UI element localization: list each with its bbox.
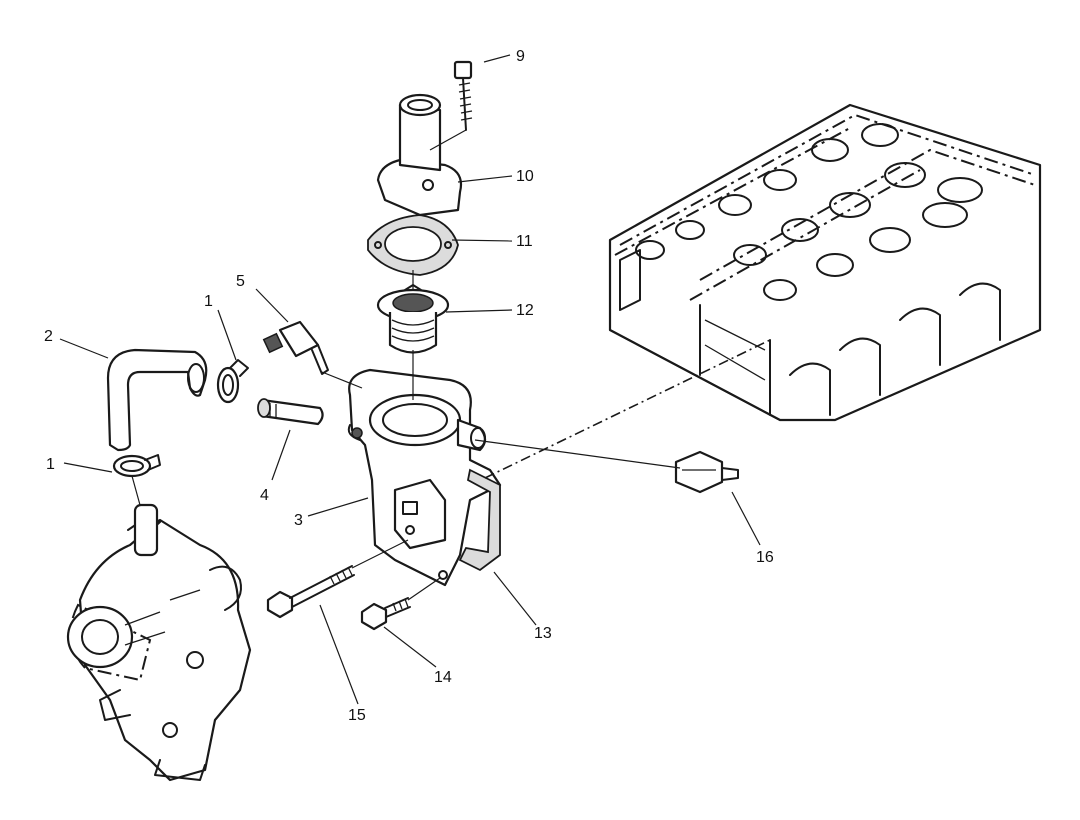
callout-10: 10 [516, 168, 534, 185]
callout-4: 4 [260, 487, 269, 504]
water-temperature-sensor [262, 320, 329, 375]
callout-9: 9 [516, 48, 525, 65]
hose-clamp-upper [216, 359, 249, 404]
callout-3: 3 [294, 512, 303, 529]
bypass-hose [106, 348, 208, 452]
pipe [257, 398, 324, 426]
callout-16: 16 [756, 549, 774, 566]
callout-11: 11 [516, 233, 533, 250]
water-pump [66, 503, 252, 782]
water-outlet-cover [376, 93, 463, 217]
thermostat-housing [347, 368, 502, 587]
bolt-14 [360, 597, 411, 631]
callout-14: 14 [434, 669, 452, 686]
callout-1-lower: 1 [46, 456, 55, 473]
thermostat [376, 284, 450, 354]
callout-leaders [59, 54, 761, 705]
callout-labels: 9 10 11 12 5 1 2 1 4 3 13 14 15 16 [44, 48, 774, 724]
callout-1-upper: 1 [204, 293, 213, 310]
thermo-switch [674, 450, 739, 494]
callout-13: 13 [534, 625, 552, 642]
callout-2: 2 [44, 328, 53, 345]
callout-15: 15 [348, 707, 366, 724]
hose-clamp-lower [112, 454, 161, 478]
housing-gasket [458, 468, 501, 572]
bolt-15 [266, 565, 355, 619]
cylinder-head [608, 103, 1042, 422]
bolt-9 [453, 60, 473, 131]
thermostat-gasket [367, 214, 459, 276]
callout-5: 5 [236, 273, 245, 290]
callout-12: 12 [516, 302, 534, 319]
alignment-lines [131, 129, 771, 601]
